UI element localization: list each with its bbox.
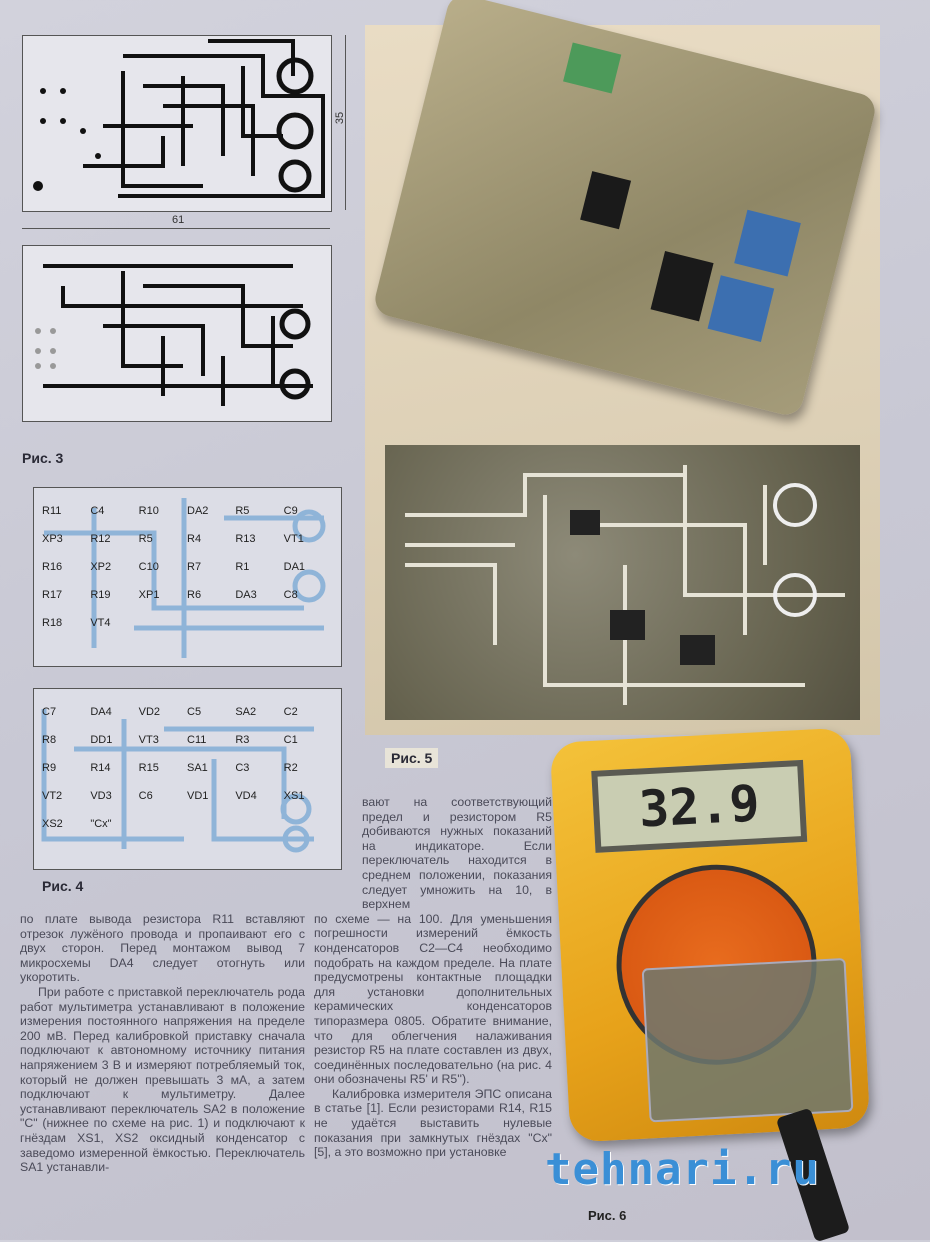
esr-adapter-board — [641, 957, 854, 1123]
component-designator: C2 — [284, 706, 298, 718]
component-designator: XS2 — [42, 818, 63, 830]
component-designator: R15 — [139, 762, 159, 774]
paragraph: вают на соответствующий предел и резисто… — [362, 795, 552, 912]
pcb-solder-traces — [405, 465, 845, 705]
multimeter-photo: 32.9 — [549, 727, 871, 1143]
paragraph: При работе с приставкой переключатель ро… — [20, 984, 305, 1175]
watermark: tehnari.ru — [545, 1144, 820, 1195]
component-designator: C11 — [187, 734, 206, 746]
component-designator: XP1 — [139, 589, 160, 601]
component-designator: VD1 — [187, 790, 208, 802]
figure-5-caption: Рис. 5 — [385, 748, 439, 768]
terminal-block — [563, 42, 622, 94]
component-designator: VT1 — [284, 533, 304, 545]
component-designator: DD1 — [90, 734, 112, 746]
dimension-line-width — [22, 228, 330, 229]
component-designator: R4 — [187, 533, 201, 545]
component-designator: C7 — [42, 706, 56, 718]
component-designator: R5 — [235, 505, 249, 517]
article-column-left: по плате вывода резистора R11 вставляют … — [20, 912, 305, 1175]
pcb-solder-side-photo — [385, 445, 860, 720]
component-designator: R16 — [42, 561, 62, 573]
component-designator: C10 — [139, 561, 159, 573]
component-designator: C3 — [235, 762, 249, 774]
paragraph: Калибровка измерителя ЭПС описана в стат… — [314, 1086, 552, 1160]
trimmer-resistor — [734, 209, 801, 277]
component-designator: C9 — [284, 505, 298, 517]
component-designator: XS1 — [284, 790, 305, 802]
pcb-traces-bottom — [35, 264, 313, 406]
component-designator: C1 — [284, 734, 298, 746]
component-designator: DA2 — [187, 505, 208, 517]
component-designator: R17 — [42, 589, 62, 601]
dimension-line-height — [345, 35, 346, 210]
component-designator: R7 — [187, 561, 201, 573]
figure-6-caption-partial: Рис. 6 — [588, 1208, 627, 1223]
component-designator: R11 — [42, 505, 61, 517]
component-designator: XP3 — [42, 533, 63, 545]
component-designator: DA1 — [284, 561, 305, 573]
chip — [580, 171, 632, 230]
component-designator: C5 — [187, 706, 201, 718]
component-designator: R14 — [90, 762, 110, 774]
component-designator: SA1 — [187, 762, 208, 774]
component-designator: "Cx" — [90, 818, 111, 830]
pcb-traces-top — [33, 39, 325, 198]
component-designator: SA2 — [235, 706, 256, 718]
component-designator: XP2 — [90, 561, 111, 573]
component-designator: R1 — [235, 561, 249, 573]
pcb-layout-bottom — [22, 245, 332, 422]
figure-4-caption: Рис. 4 — [42, 878, 84, 894]
component-designator: R18 — [42, 617, 62, 629]
component-designator: C4 — [90, 505, 104, 517]
component-designator: R8 — [42, 734, 56, 746]
figure-3-caption: Рис. 3 — [22, 450, 64, 466]
trimmer-resistor — [707, 275, 775, 342]
component-designator: R6 — [187, 589, 201, 601]
component-designator: VT2 — [42, 790, 62, 802]
component-designator: R19 — [90, 589, 110, 601]
component-designator: R10 — [139, 505, 159, 517]
article-column-right: вают на соответствующий предел и резисто… — [314, 795, 552, 1160]
component-designator: VD4 — [235, 790, 256, 802]
component-designator: R2 — [284, 762, 298, 774]
component-designator: R5 — [139, 533, 153, 545]
paragraph: по схеме — на 100. Для уменьшения погреш… — [314, 911, 552, 1087]
component-designator: VT4 — [90, 617, 110, 629]
pcb-layout-top — [22, 35, 332, 212]
component-designator: C8 — [284, 589, 298, 601]
component-designator: DA3 — [235, 589, 256, 601]
paragraph: по плате вывода резистора R11 вставляют … — [20, 912, 305, 985]
multimeter-display: 32.9 — [591, 759, 808, 853]
component-designator: R9 — [42, 762, 56, 774]
component-designator: R13 — [235, 533, 255, 545]
component-designator: R12 — [90, 533, 110, 545]
component-designator: VD3 — [90, 790, 111, 802]
component-designator: VT3 — [139, 734, 159, 746]
dimension-width: 61 — [172, 214, 185, 226]
component-designator: VD2 — [139, 706, 160, 718]
component-designator: DA4 — [90, 706, 111, 718]
chip — [650, 251, 714, 322]
component-designator: C6 — [139, 790, 153, 802]
component-designator: R3 — [235, 734, 249, 746]
